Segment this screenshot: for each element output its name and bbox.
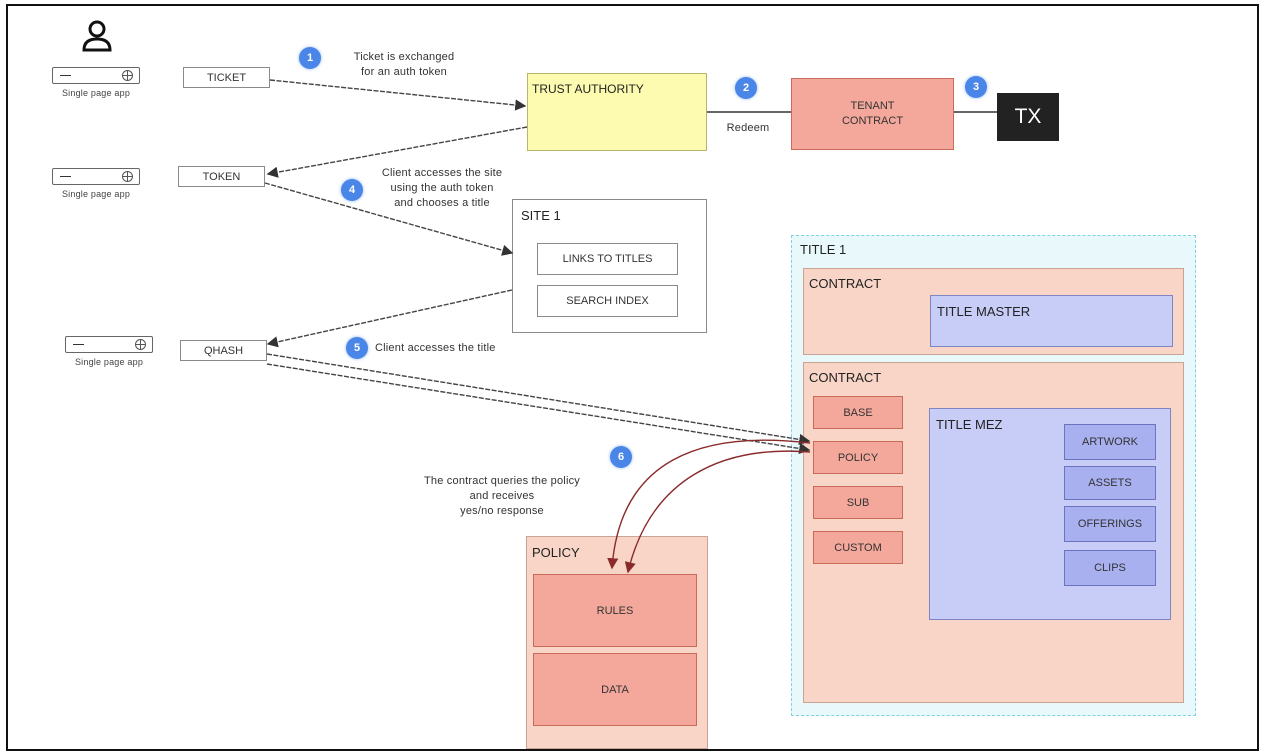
offerings-box: OFFERINGS	[1064, 506, 1156, 542]
site-box: SITE 1 LINKS TO TITLES SEARCH INDEX	[512, 199, 707, 333]
policy-title: POLICY	[532, 545, 580, 560]
spa-label: Single page app	[74, 357, 144, 367]
user-icon	[82, 20, 112, 52]
trust-authority-box: TRUST AUTHORITY	[527, 73, 707, 151]
note-contract-query: The contract queries the policy and rece…	[424, 475, 580, 517]
step-3-badge: 3	[965, 76, 987, 98]
tenant-contract-line2: CONTRACT	[841, 115, 904, 127]
custom-box: CUSTOM	[813, 531, 903, 564]
note-client-title: Client accesses the title	[375, 342, 496, 354]
browser-window-icon	[52, 168, 140, 185]
sub-box: SUB	[813, 486, 903, 519]
note-ticket-exchange: Ticket is exchanged for an auth token	[353, 51, 455, 78]
ticket-box: TICKET	[183, 67, 270, 88]
qhash-box: QHASH	[180, 340, 267, 361]
title-1-label: TITLE 1	[800, 242, 847, 257]
contract-top-box: CONTRACT TITLE MASTER	[803, 268, 1184, 355]
step-6-badge: 6	[610, 446, 632, 468]
spa-label: Single page app	[61, 189, 131, 199]
tenant-contract-line1: TENANT	[850, 100, 895, 112]
trust-authority-label: TRUST AUTHORITY	[532, 82, 644, 96]
site-title: SITE 1	[521, 208, 561, 223]
title-master-box: TITLE MASTER	[930, 295, 1173, 347]
policy-contract-box: POLICY	[813, 441, 903, 474]
browser-window-icon	[52, 67, 140, 84]
base-box: BASE	[813, 396, 903, 429]
globe-icon	[135, 339, 146, 350]
globe-icon	[122, 70, 133, 81]
tx-box: TX	[997, 93, 1059, 141]
diagram-frame	[6, 4, 1259, 751]
artwork-box: ARTWORK	[1064, 424, 1156, 460]
search-index-box: SEARCH INDEX	[537, 285, 678, 317]
globe-icon	[122, 171, 133, 182]
step-5-badge: 5	[346, 337, 368, 359]
qhash-to-policy-arrow-2	[266, 363, 811, 454]
title-mez-label: TITLE MEZ	[936, 417, 1003, 432]
rules-box: RULES	[533, 574, 697, 647]
token-box: TOKEN	[178, 166, 265, 187]
qhash-to-policy-arrow	[266, 353, 811, 445]
browser-window-icon	[65, 336, 153, 353]
site-to-qhash-arrow	[266, 289, 513, 348]
clips-box: CLIPS	[1064, 550, 1156, 586]
spa-label: Single page app	[61, 88, 131, 98]
policy-query-arrow	[607, 439, 811, 570]
contract-top-label: CONTRACT	[809, 276, 882, 291]
links-to-titles-box: LINKS TO TITLES	[537, 243, 678, 275]
ticket-to-trust-arrow	[269, 79, 527, 111]
contract-main-label: CONTRACT	[809, 370, 882, 385]
assets-box: ASSETS	[1064, 466, 1156, 500]
note-client-site: Client accesses the site using the auth …	[381, 167, 503, 209]
title-master-label: TITLE MASTER	[937, 304, 1031, 319]
note-redeem: Redeem	[726, 122, 770, 134]
trust-to-token-arrow	[266, 126, 528, 178]
step-2-badge: 2	[735, 77, 757, 99]
tenant-contract-box: TENANT CONTRACT	[791, 78, 954, 150]
step-4-badge: 4	[341, 179, 363, 201]
data-box: DATA	[533, 653, 697, 726]
policy-response-arrow	[624, 450, 811, 574]
step-1-badge: 1	[299, 47, 321, 69]
token-to-site-arrow	[264, 182, 514, 256]
